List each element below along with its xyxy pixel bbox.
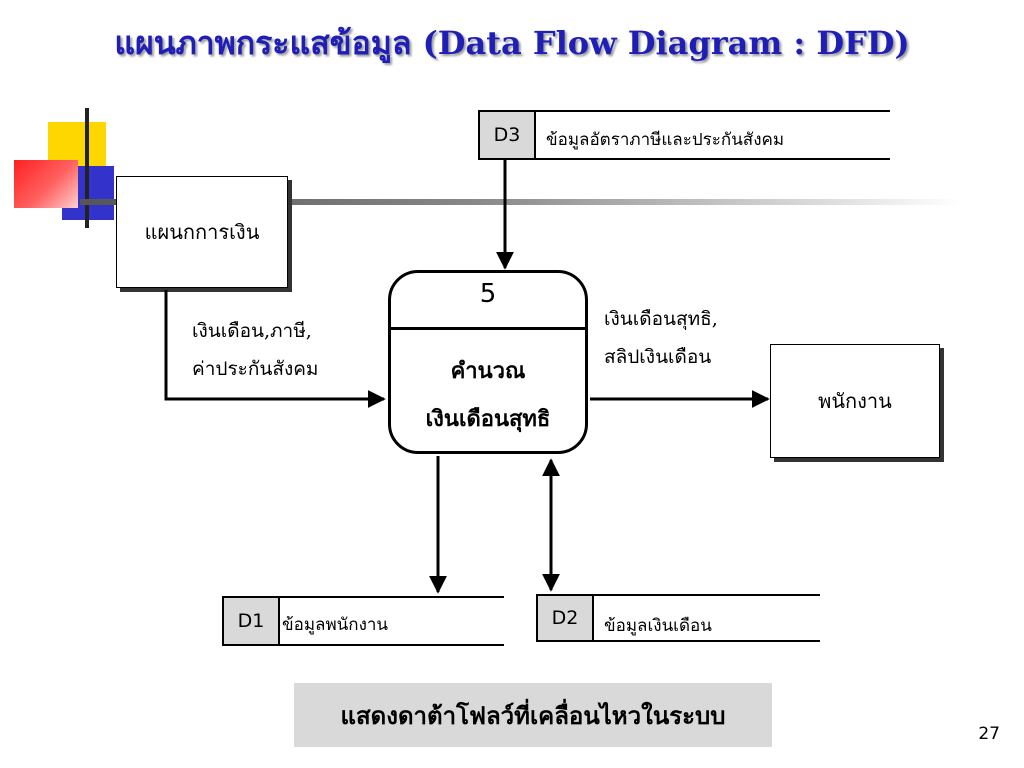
data-store-d2-bottom-line [592, 640, 820, 642]
data-store-d3-id: D3 [478, 110, 536, 160]
entity-employee-label: พนักงาน [818, 389, 892, 413]
slide-title: แผนภาพกระแสข้อมูล (Data Flow Diagram : D… [114, 24, 910, 62]
data-store-d2-top-line [592, 594, 820, 596]
data-store-d3-top-line [534, 110, 890, 112]
data-store-d2-id: D2 [536, 594, 594, 642]
decor-vertical-line [85, 108, 89, 228]
data-store-d3-name: ข้อมูลอัตราภาษีและประกันสังคม [546, 130, 785, 150]
data-store-d3: D3 ข้อมูลอัตราภาษีและประกันสังคม [478, 110, 890, 162]
decor-red-square [14, 160, 78, 208]
process-5: 5 คำนวณ เงินเดือนสุทธิ [388, 270, 588, 454]
process-name: คำนวณ เงินเดือนสุทธิ [425, 358, 551, 432]
data-store-d1-id: D1 [222, 596, 280, 646]
caption-text: แสดงดาต้าโฟลว์ที่เคลื่อนไหวในระบบ [340, 700, 726, 730]
flow-label-finance-to-process: เงินเดือน,ภาษี, ค่าประกันสังคม [192, 320, 319, 380]
entity-finance-department: แผนกการเงิน [116, 176, 288, 288]
process-divider [391, 327, 585, 330]
flow-label-process-to-employee: เงินเดือนสุทธิ, สลิปเงินเดือน [604, 308, 718, 368]
data-store-d2-name: ข้อมูลเงินเดือน [604, 616, 712, 636]
decor-horizontal-rule [80, 199, 960, 205]
data-store-d2: D2 ข้อมูลเงินเดือน [536, 594, 820, 644]
process-id: 5 [479, 279, 497, 309]
data-store-d1-top-line [278, 596, 504, 598]
page-number: 27 [978, 724, 1000, 744]
caption-box: แสดงดาต้าโฟลว์ที่เคลื่อนไหวในระบบ [294, 683, 772, 747]
entity-employee: พนักงาน [770, 344, 940, 458]
arrow-finance-to-process [164, 290, 386, 408]
data-store-d1-bottom-line [278, 644, 504, 646]
entity-finance-label: แผนกการเงิน [144, 220, 260, 244]
data-store-d1-name: ข้อมูลพนักงาน [282, 615, 389, 635]
data-store-d1: D1 ข้อมูลพนักงาน [222, 596, 504, 646]
data-store-d3-bottom-line [534, 158, 890, 160]
